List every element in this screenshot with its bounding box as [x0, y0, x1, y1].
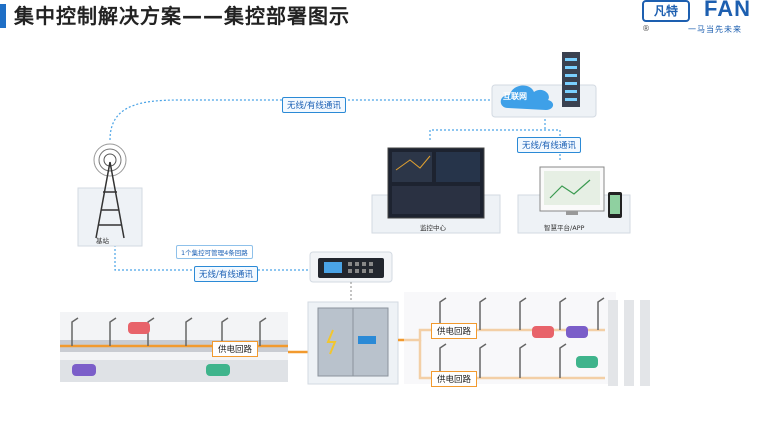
registered-mark: ® [642, 24, 650, 33]
monitor-center-label: 监控中心 [420, 224, 446, 232]
supply-loop-label-right-top: 供电回路 [431, 323, 478, 339]
title-accent-bar [0, 4, 6, 28]
monitor-center-group [371, 147, 501, 234]
smart-platform-label: 智慧平台/APP [544, 224, 585, 232]
internet-cloud [491, 52, 597, 118]
link-line-station-to-cloud [109, 99, 490, 141]
cloud-label: 互联网 [503, 92, 527, 101]
zebra-crossing [608, 300, 650, 386]
base-station-group [77, 143, 143, 247]
link-line-station-to-controller [114, 245, 330, 271]
supply-loop-label-right-bottom: 供电回路 [431, 371, 478, 387]
controller-head-unit [309, 251, 393, 304]
brand-logo-mark: 凡特 [642, 0, 690, 22]
brand-logo-text: FAN [704, 0, 751, 21]
page-title: 集中控制解决方案——集控部署图示 [14, 4, 350, 28]
supply-loop-label-left: 供电回路 [212, 341, 259, 357]
brand-slogan: 一马当先未来 [688, 25, 742, 34]
control-cabinet [307, 301, 399, 385]
link-line-platform-bus [429, 129, 561, 160]
controller-capacity-note: 1个集控可管理4条回路 [176, 245, 253, 259]
base-station-label: 基站 [96, 237, 109, 245]
link-label-bottom: 无线/有线通讯 [194, 266, 258, 282]
link-label-right: 无线/有线通讯 [517, 137, 581, 153]
smart-platform-group [517, 166, 631, 234]
link-label-top: 无线/有线通讯 [282, 97, 346, 113]
